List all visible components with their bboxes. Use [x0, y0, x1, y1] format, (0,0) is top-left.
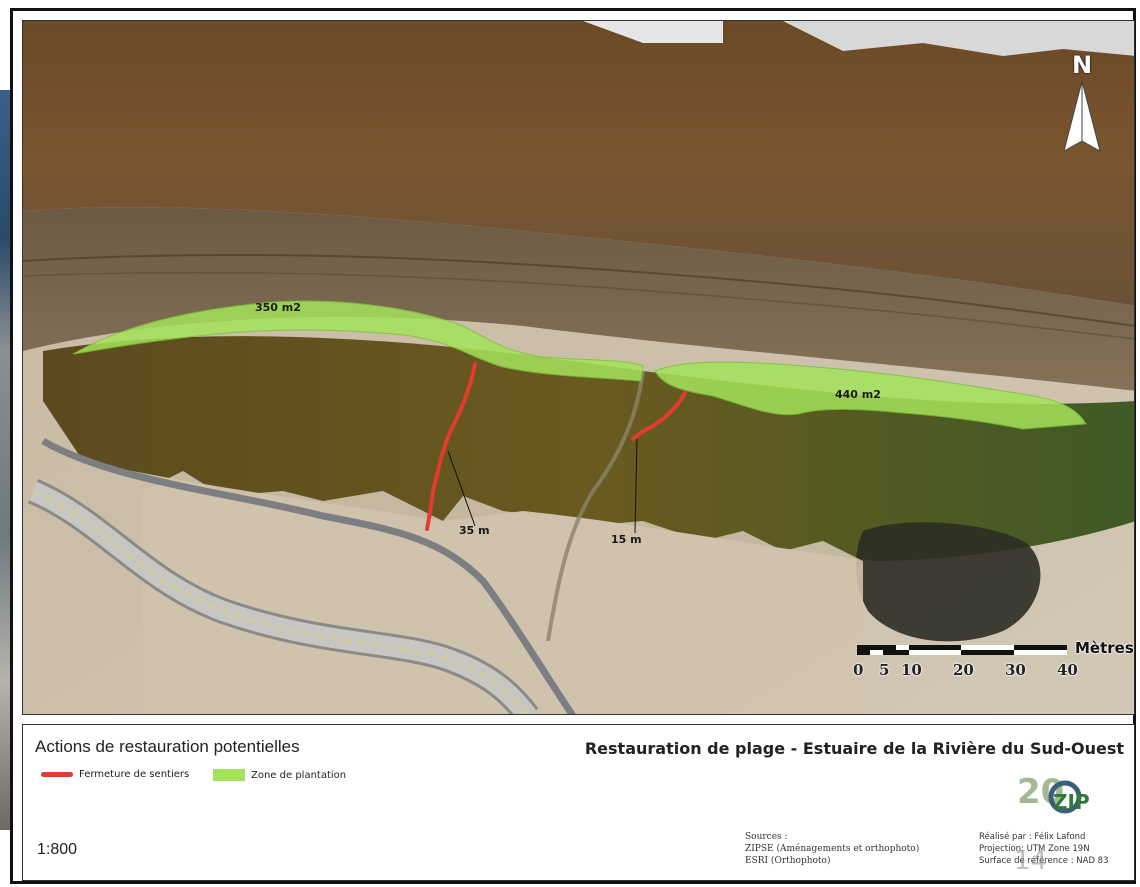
vegetation: [43, 336, 1134, 561]
aerial-map: 350 m2 440 m2 35 m 15 m N Mètres 0 5 10 …: [22, 20, 1135, 715]
scale-tick: 5: [879, 661, 890, 679]
legend-label: Zone de plantation: [251, 769, 347, 781]
scale-tick: 0: [853, 661, 864, 679]
legend-swatch-green: [213, 769, 245, 781]
leader-line-15m: [634, 438, 638, 534]
zip-logo: 20 ZIP: [1017, 765, 1097, 829]
scale-tick: 30: [1005, 661, 1026, 679]
scale-bar: Mètres 0 5 10 20 30 40: [853, 639, 1134, 699]
footpath: [41, 437, 576, 714]
north-arrow: N: [1052, 51, 1112, 171]
aerial-orthophoto: 350 m2 440 m2 35 m 15 m: [23, 21, 1134, 714]
tidal-flat: [23, 21, 1134, 306]
north-arrow-icon: [1063, 80, 1101, 153]
scale-tick: 40: [1057, 661, 1078, 679]
map-title: Restauration de plage - Estuaire de la R…: [584, 739, 1124, 758]
scale-ratio: 1:800: [37, 841, 78, 858]
legend-item-planting-zone: Zone de plantation: [213, 769, 346, 781]
legend-panel: Actions de restauration potentielles Fer…: [22, 724, 1135, 881]
zone-label-440: 440 m2: [835, 388, 881, 401]
legend-label: Fermeture de sentiers: [79, 769, 190, 780]
background-photo-edge: [0, 90, 10, 830]
north-label: N: [1071, 51, 1093, 79]
scale-bar-graphic: [857, 645, 1067, 655]
sources-block: Sources : ZIPSE (Aménagements et orthoph…: [745, 831, 919, 867]
logo-text: ZIP: [1053, 790, 1090, 814]
beach: [23, 207, 1134, 391]
scale-unit: Mètres: [1075, 639, 1134, 657]
credits-line: Réalisé par : Félix Lafond: [979, 832, 1086, 842]
zone-label-350: 350 m2: [255, 301, 301, 314]
credits-line: Projection: UTM Zone 19N: [979, 844, 1090, 854]
legend-swatch-red: [41, 772, 73, 777]
trail-closure-east: [631, 391, 687, 441]
scale-tick: 10: [901, 661, 922, 679]
credits-block: Réalisé par : Félix Lafond Projection: U…: [979, 831, 1109, 867]
pond: [856, 522, 1041, 642]
sources-line: ZIPSE (Aménagements et orthophoto): [745, 844, 920, 854]
credits-line: Surface de référence : NAD 83: [979, 856, 1109, 866]
leader-line-35m: [447, 450, 476, 527]
legend-title: Actions de restauration potentielles: [35, 737, 300, 756]
trail-label-35: 35 m: [459, 524, 490, 537]
legend-item-trail-closure: Fermeture de sentiers: [41, 769, 189, 780]
page-number: 14: [1014, 846, 1048, 876]
logo-graphic: 20 ZIP: [1017, 772, 1090, 814]
trail-closure-west: [425, 362, 477, 531]
scale-tick: 20: [953, 661, 974, 679]
planting-zone-east: [654, 361, 1087, 430]
sources-line: ESRI (Orthophoto): [745, 856, 831, 866]
sources-line: Sources :: [745, 832, 788, 842]
planting-zone-west: [72, 300, 644, 382]
trail-label-15: 15 m: [611, 533, 642, 546]
